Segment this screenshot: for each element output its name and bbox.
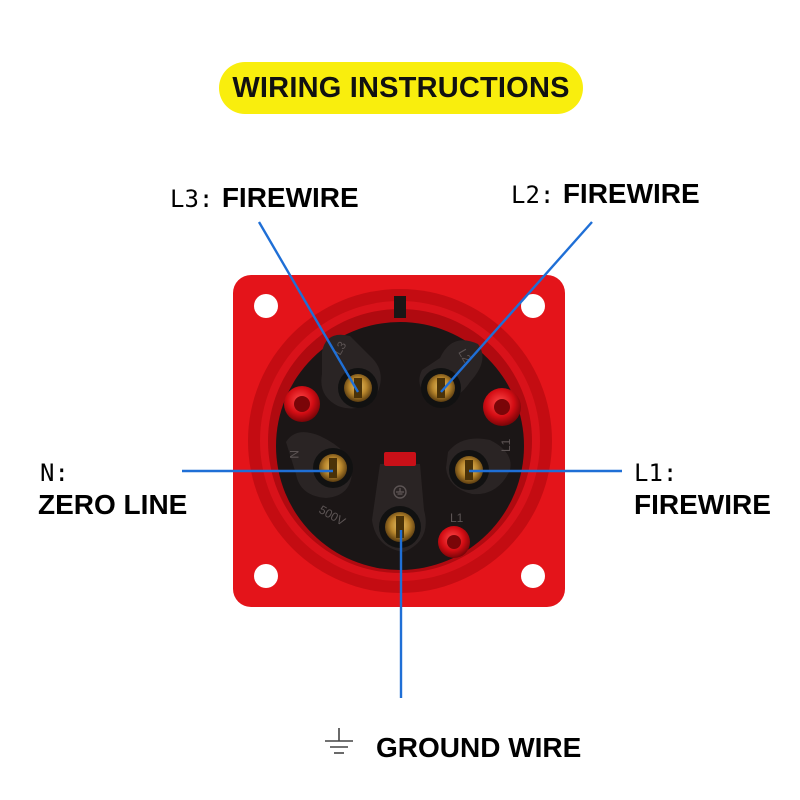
label-l2: L2: FIREWIRE bbox=[511, 180, 700, 208]
label-l2-code: L2: bbox=[511, 181, 555, 209]
mounting-hole bbox=[254, 564, 278, 588]
mounting-hole bbox=[521, 564, 545, 588]
label-l3: L3: FIREWIRE bbox=[170, 184, 359, 212]
title-banner: WIRING INSTRUCTIONS bbox=[219, 62, 583, 114]
label-ground: GROUND WIRE bbox=[376, 734, 581, 762]
pointer-l2 bbox=[440, 221, 593, 393]
label-l1-code: L1: bbox=[634, 459, 678, 487]
terminal-l3 bbox=[338, 368, 378, 408]
red-socket-left bbox=[284, 386, 320, 422]
keyway-notch bbox=[394, 296, 406, 318]
ground-notch bbox=[384, 452, 416, 466]
red-socket-right bbox=[483, 388, 521, 426]
mounting-hole bbox=[521, 294, 545, 318]
terminal-l2 bbox=[421, 368, 461, 408]
label-n-code: N: bbox=[40, 459, 69, 487]
label-l2-name: FIREWIRE bbox=[562, 178, 700, 209]
marking-l1-right: L1 bbox=[499, 438, 513, 452]
ground-symbol-icon bbox=[325, 728, 353, 754]
red-socket-bottom bbox=[438, 526, 470, 558]
label-l3-code: L3: bbox=[170, 185, 214, 213]
label-l3-name: FIREWIRE bbox=[221, 182, 359, 213]
terminal-n bbox=[313, 448, 353, 488]
ground-emboss-icon bbox=[393, 485, 407, 499]
label-n-name: ZERO LINE bbox=[38, 489, 188, 520]
page-title: WIRING INSTRUCTIONS bbox=[232, 71, 570, 104]
label-l1-name: FIREWIRE bbox=[634, 489, 771, 520]
label-ground-name: GROUND WIRE bbox=[376, 732, 582, 763]
marking-n: N bbox=[287, 450, 301, 459]
mounting-hole bbox=[254, 294, 278, 318]
marking-l1-bottom: L1 bbox=[450, 511, 464, 525]
pointer-l3 bbox=[257, 221, 360, 393]
terminal-ground bbox=[379, 506, 421, 548]
